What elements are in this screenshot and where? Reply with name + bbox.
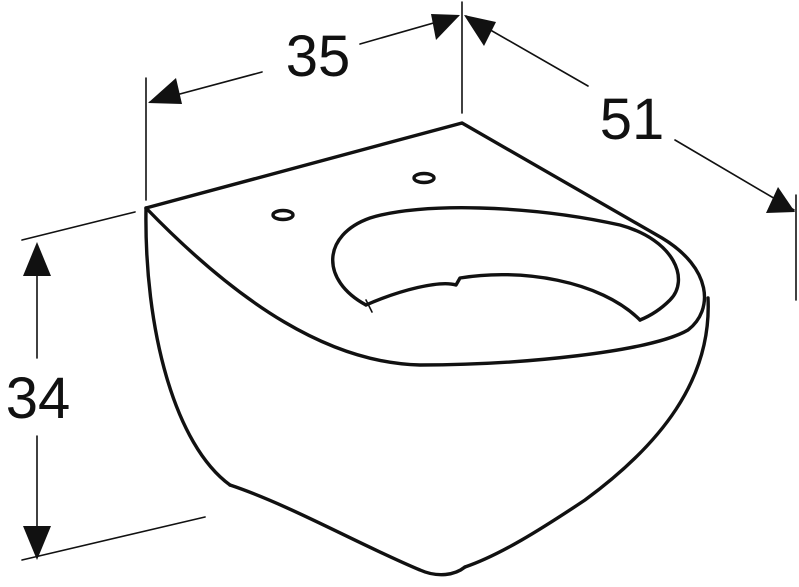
bowl-opening bbox=[331, 206, 681, 322]
ext-bottom-height bbox=[21, 516, 206, 561]
bowl-left-curve bbox=[144, 206, 232, 487]
width-dimension-label: 35 bbox=[286, 24, 351, 89]
height-arrow-bottom bbox=[23, 526, 51, 560]
width-arrow-right bbox=[431, 14, 460, 40]
toilet-bowl bbox=[144, 121, 710, 577]
bowl-right-curve bbox=[463, 296, 710, 569]
bowl-base-edge bbox=[228, 483, 467, 577]
depth-dimension-label: 51 bbox=[600, 87, 665, 152]
extension-lines bbox=[21, 1, 797, 561]
depth-arrow-bottom bbox=[766, 187, 795, 213]
height-arrow-top bbox=[23, 242, 51, 276]
height-dimension-label: 34 bbox=[6, 366, 71, 431]
depth-arrow-top bbox=[464, 15, 496, 46]
bowl-top-rim bbox=[144, 121, 707, 367]
width-arrow-left bbox=[148, 78, 182, 104]
width-dimension: 35 bbox=[148, 14, 460, 104]
bowl-inner-rim bbox=[364, 272, 642, 322]
ext-top-height bbox=[21, 211, 136, 241]
seat-hole-left bbox=[271, 208, 295, 222]
height-dimension: 34 bbox=[6, 242, 71, 560]
depth-dimension: 51 bbox=[464, 15, 795, 213]
bowl-inner-notch bbox=[365, 299, 373, 313]
seat-hole-right bbox=[412, 171, 436, 185]
